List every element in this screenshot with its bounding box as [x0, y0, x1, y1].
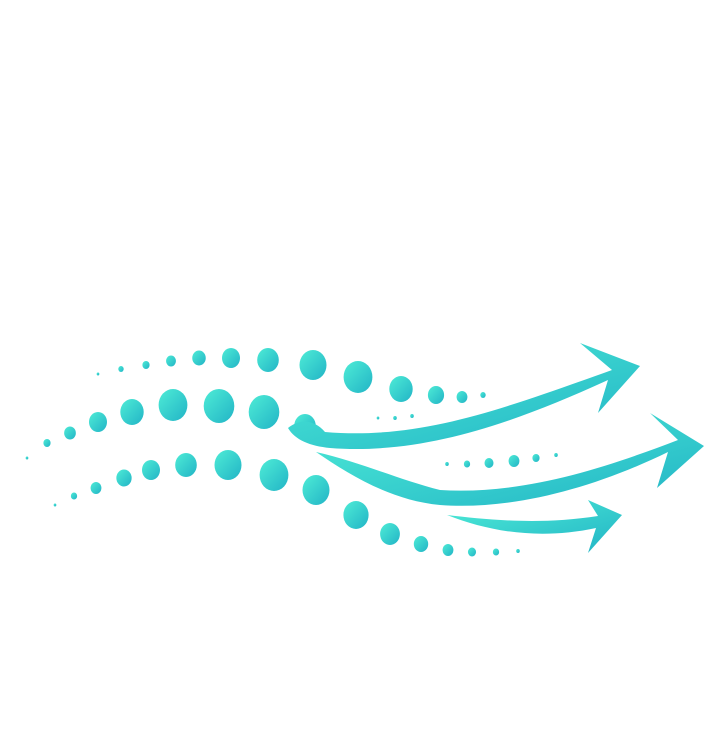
- trail-dot: [166, 355, 176, 367]
- trail-dot: [222, 348, 240, 368]
- trail-dot: [343, 361, 373, 393]
- trail-dot: [445, 462, 449, 466]
- trail-dot: [442, 544, 454, 556]
- trail-dot: [142, 460, 160, 480]
- trail-dot: [532, 454, 540, 462]
- trail-dot: [89, 412, 107, 432]
- trail-dot: [175, 453, 197, 477]
- trail-dot: [302, 475, 330, 505]
- trail-dot: [376, 416, 380, 420]
- trail-dot: [96, 372, 100, 376]
- trail-dot: [480, 392, 486, 398]
- trail-dot: [25, 456, 29, 460]
- trail-dot: [463, 460, 471, 468]
- trail-dot: [116, 469, 132, 487]
- middle-arrow-icon: [316, 413, 704, 506]
- trail-dot: [427, 386, 445, 404]
- trail-dot: [484, 458, 494, 468]
- bottom-arrow-icon: [447, 500, 622, 553]
- trail-dot: [192, 350, 206, 366]
- trail-dot: [508, 455, 520, 467]
- trail-dot: [259, 459, 289, 491]
- trail-dot: [70, 492, 78, 500]
- trail-dot: [248, 395, 280, 429]
- trail-dot: [554, 453, 558, 457]
- trail-dot: [118, 366, 124, 372]
- trail-dot: [214, 450, 242, 480]
- trail-dot: [203, 389, 235, 423]
- trail-dot: [90, 482, 102, 494]
- trail-dot: [492, 548, 500, 556]
- top-arrow-highlight: [510, 362, 598, 398]
- trail-dot: [257, 348, 279, 372]
- trail-dot: [389, 376, 413, 402]
- trail-dot: [413, 536, 429, 552]
- trail-dot: [142, 361, 150, 369]
- trail-dot: [380, 523, 400, 545]
- trail-dot: [410, 414, 414, 418]
- trail-dot: [43, 439, 51, 447]
- trail-dot: [64, 426, 76, 440]
- trail-dot: [53, 503, 57, 507]
- arrows: [288, 343, 704, 553]
- top-arrow-icon: [288, 343, 640, 450]
- trail-dot: [467, 547, 477, 557]
- trail-dot: [299, 350, 327, 380]
- trail-dot: [456, 391, 468, 403]
- trail-dot: [393, 416, 397, 420]
- trail-dot: [120, 399, 144, 425]
- trail-dot: [343, 501, 369, 529]
- trail-dot: [158, 389, 188, 421]
- dot-trails: [25, 348, 558, 557]
- trail-dot: [516, 549, 520, 553]
